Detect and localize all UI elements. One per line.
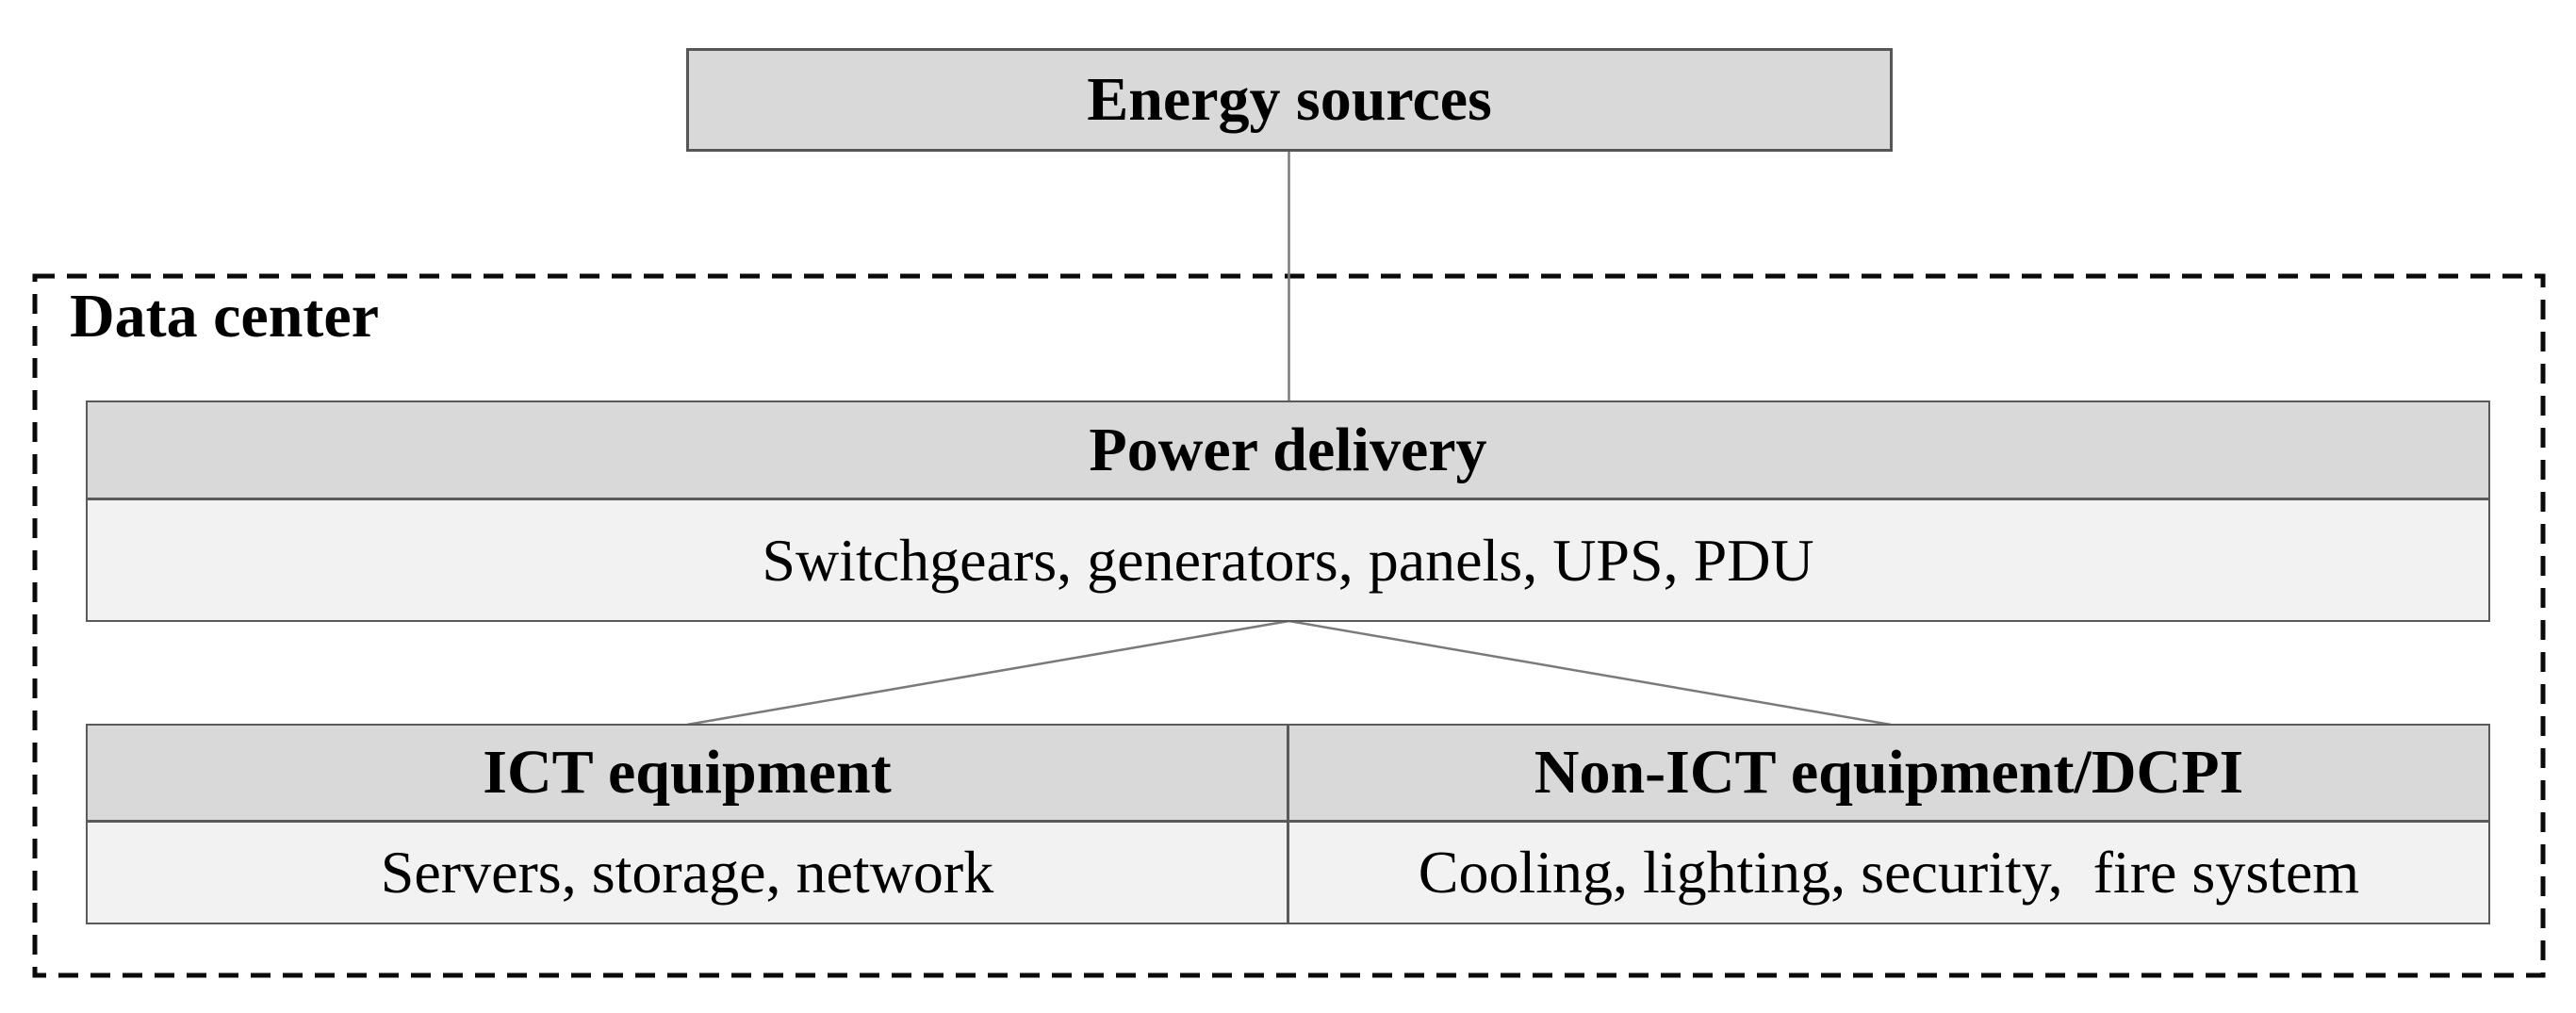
- ict-equipment-box: ICT equipment Servers, storage, network: [88, 726, 1289, 923]
- non-ict-equipment-items: Cooling, lighting, security, fire system: [1289, 823, 2488, 923]
- energy-sources-label: Energy sources: [1087, 65, 1492, 134]
- power-delivery-items: Switchgears, generators, panels, UPS, PD…: [88, 500, 2488, 620]
- power-delivery-box: Power delivery Switchgears, generators, …: [86, 400, 2490, 622]
- power-to-non-ict-branch-line: [1288, 619, 1892, 727]
- power-delivery-header: Power delivery: [88, 402, 2488, 500]
- non-ict-equipment-header: Non-ICT equipment/DCPI: [1289, 726, 2488, 823]
- data-center-label: Data center: [70, 282, 380, 351]
- non-ict-equipment-box: Non-ICT equipment/DCPI Cooling, lighting…: [1289, 726, 2488, 923]
- ict-equipment-items: Servers, storage, network: [88, 823, 1287, 923]
- ict-equipment-header: ICT equipment: [88, 726, 1287, 823]
- equipment-table: ICT equipment Servers, storage, network …: [86, 724, 2490, 924]
- energy-sources-box: Energy sources: [686, 48, 1893, 152]
- power-to-ict-branch-line: [686, 619, 1289, 727]
